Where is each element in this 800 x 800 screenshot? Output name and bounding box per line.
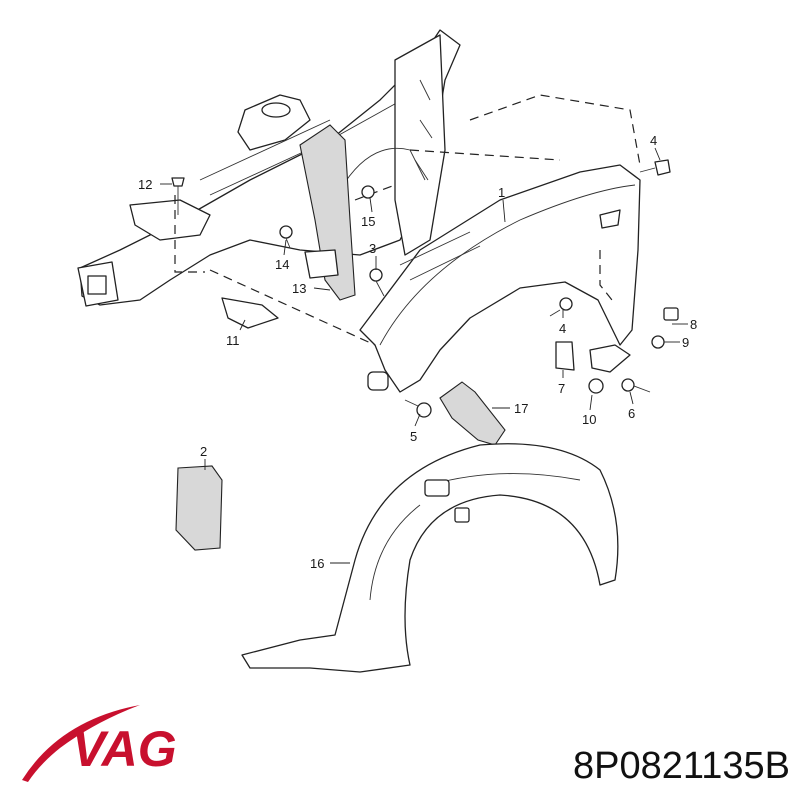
callout-4-top: 4 <box>650 133 657 148</box>
deflector-bracket-13 <box>299 124 356 301</box>
fasteners <box>171 159 679 418</box>
callout-14: 14 <box>275 257 289 272</box>
callout-8: 8 <box>690 317 697 332</box>
callout-3: 3 <box>369 241 376 256</box>
callout-2: 2 <box>200 444 207 459</box>
callout-5: 5 <box>410 429 417 444</box>
callout-15: 15 <box>361 214 375 229</box>
wheel-arch-liner-16 <box>241 443 619 673</box>
callout-10: 10 <box>582 412 596 427</box>
callout-leaders <box>160 147 688 564</box>
callout-13: 13 <box>292 281 306 296</box>
callout-12: 12 <box>138 177 152 192</box>
brand-name: VAG <box>72 721 177 777</box>
callout-9: 9 <box>682 335 689 350</box>
callout-1: 1 <box>498 185 505 200</box>
part-number: 8P0821135B <box>573 745 790 787</box>
callout-17: 17 <box>514 401 528 416</box>
callout-11: 11 <box>226 333 240 348</box>
callout-6: 6 <box>628 406 635 421</box>
vag-logo: VAG <box>22 705 177 782</box>
callout-7: 7 <box>558 381 565 396</box>
fender-panel-1 <box>359 164 641 393</box>
callout-16: 16 <box>310 556 324 571</box>
foam-block-2 <box>175 465 223 551</box>
callout-labels: 1 2 3 4 4 5 6 7 8 9 10 11 12 13 14 15 16… <box>138 133 697 571</box>
body-frame-structure <box>77 29 461 307</box>
callout-4-mid: 4 <box>559 321 566 336</box>
assembly-dashed-lines <box>174 94 641 346</box>
pad-17 <box>439 381 506 446</box>
